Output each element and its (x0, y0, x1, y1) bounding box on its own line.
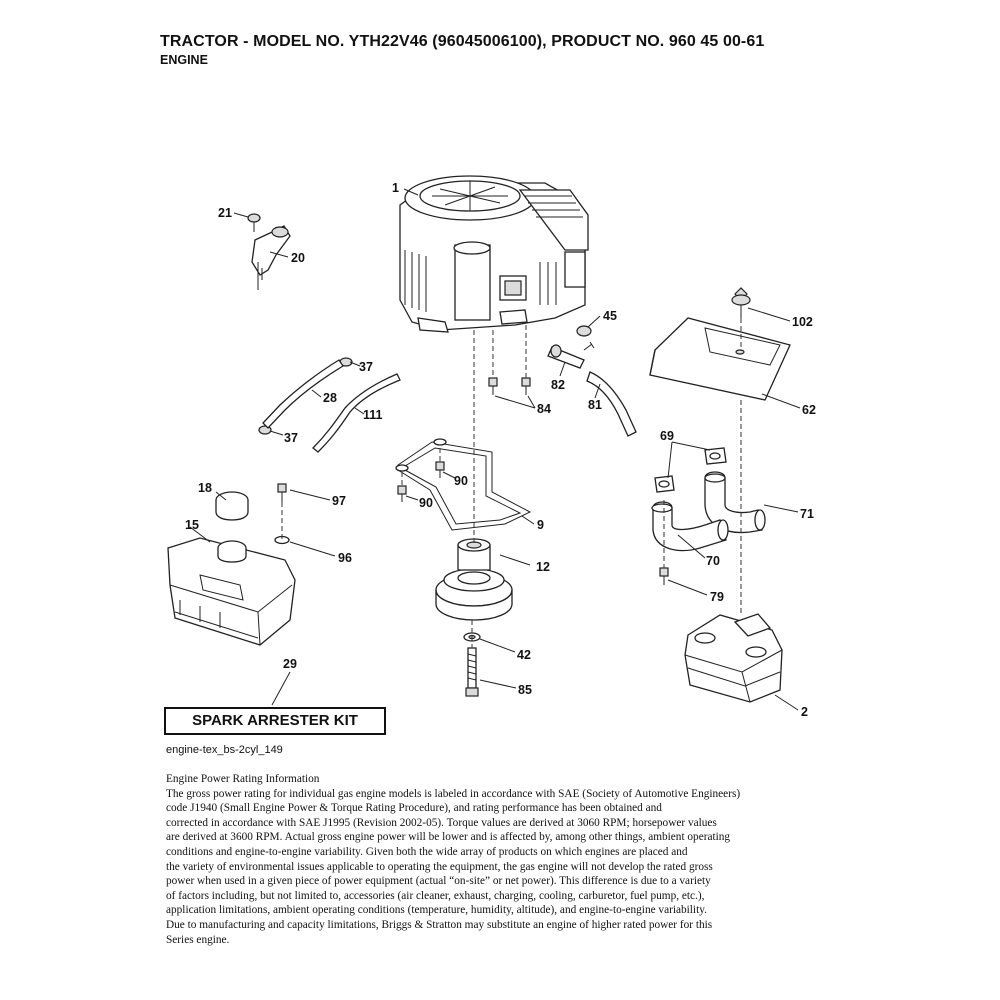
callout-79: 79 (710, 590, 724, 604)
callout-85: 85 (518, 683, 532, 697)
bolt-102-part (731, 287, 751, 318)
fuel-cap-18-part (215, 491, 249, 521)
rating-line: corrected in accordance with SAE J1995 (… (166, 816, 717, 829)
engine-part (399, 175, 589, 333)
callout-62: 62 (802, 403, 816, 417)
callout-37-bottom: 37 (284, 431, 298, 445)
fuel-hose-28-part (262, 359, 344, 429)
bracket-9-part (395, 438, 532, 531)
callout-69: 69 (660, 429, 674, 443)
callout-12: 12 (536, 560, 550, 574)
callout-20: 20 (291, 251, 305, 265)
page-subtitle: ENGINE (160, 53, 208, 67)
callout-42: 42 (517, 648, 531, 662)
callout-111: 111 (363, 408, 383, 422)
callout-71: 71 (800, 507, 814, 521)
page-title: TRACTOR - MODEL NO. YTH22V46 (9604500610… (160, 33, 765, 50)
callout-102: 102 (792, 315, 813, 329)
rating-line: conditions and engine-to-engine variabil… (166, 845, 688, 858)
bolts-90-part (397, 461, 445, 502)
callout-29: 29 (283, 657, 297, 671)
control-bracket-20-part (251, 225, 291, 290)
bolts-84-part (488, 377, 531, 395)
rating-line: code J1940 (Small Engine Power & Torque … (166, 802, 662, 815)
callout-9: 9 (537, 518, 544, 532)
rating-line: Series engine. (166, 933, 230, 946)
spark-arrester-kit-label: SPARK ARRESTER KIT (164, 707, 386, 735)
exhaust-pipe-70-part (651, 501, 729, 552)
rating-line: Due to manufacturing and capacity limita… (166, 918, 713, 931)
muffler-2-part (684, 613, 783, 703)
rating-line: the variety of environmental issues appl… (166, 860, 713, 873)
callout-28: 28 (323, 391, 337, 405)
bolt-79-part (659, 567, 669, 585)
callout-82: 82 (551, 378, 565, 392)
gasket-69-part (654, 447, 727, 493)
callout-97: 97 (332, 494, 346, 508)
rating-line: of factors including, but not limited to… (166, 889, 705, 902)
diagram-reference: engine-tex_bs-2cyl_149 (166, 744, 283, 756)
callout-18: 18 (198, 481, 212, 495)
fuel-line-81-part (586, 371, 637, 437)
exhaust-pipe-71-part (704, 471, 766, 534)
assembly-lines (281, 318, 742, 648)
bolt-85-part (465, 647, 479, 697)
bolt-21-part (247, 213, 261, 232)
callout-37-top: 37 (359, 360, 373, 374)
callout-84: 84 (537, 402, 551, 416)
callout-21: 21 (218, 206, 232, 220)
callout-15: 15 (185, 518, 199, 532)
callout-2: 2 (801, 705, 808, 719)
valve-82-part (547, 341, 595, 369)
leader-lines (189, 188, 801, 711)
callout-1: 1 (392, 181, 399, 195)
callout-45: 45 (603, 309, 617, 323)
heat-shield-62-part (649, 317, 791, 401)
rating-line: application limitations, ambient operati… (166, 904, 707, 917)
callout-90-bottom: 90 (419, 496, 433, 510)
callout-labels: 1 21 20 45 102 37 82 28 81 84 62 111 37 … (185, 181, 816, 719)
callout-90-top: 90 (454, 474, 468, 488)
rating-line: power when used in a given piece of powe… (166, 875, 711, 888)
pulley-12-part (435, 538, 513, 621)
callout-70: 70 (706, 554, 720, 568)
bolt-97-part (277, 483, 287, 502)
rating-heading: Engine Power Rating Information (166, 773, 320, 785)
fitting-45-part (576, 325, 592, 337)
rating-line: The gross power rating for individual ga… (166, 787, 741, 800)
rating-line: are derived at 3600 RPM. Actual gross en… (166, 831, 731, 844)
callout-96: 96 (338, 551, 352, 565)
callout-81: 81 (588, 398, 602, 412)
engine-power-rating-info: Engine Power Rating Information The gros… (166, 772, 826, 947)
fuel-tank-15-part (167, 537, 296, 646)
hose-111-part (312, 373, 401, 453)
